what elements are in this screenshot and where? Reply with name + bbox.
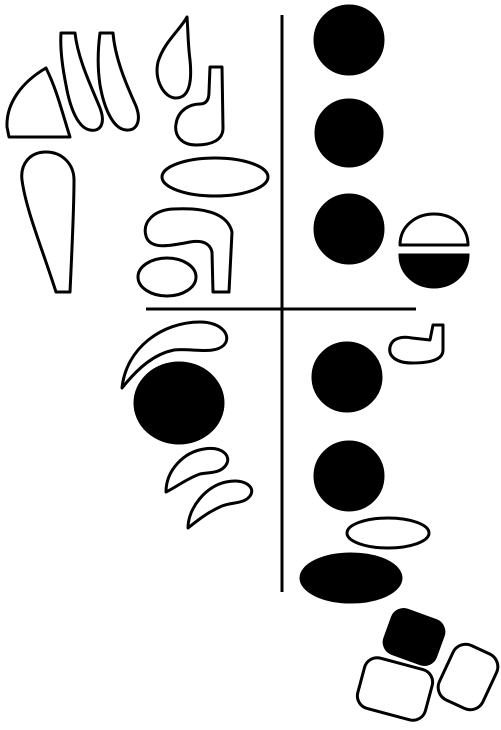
flat-ellipse-shape (162, 158, 268, 196)
solid-circle-5 (315, 442, 383, 510)
solid-circle-2 (316, 100, 382, 166)
large-solid-oval (135, 363, 223, 443)
lower-right-shapes (301, 325, 443, 602)
outline-rounded-rect-right (434, 640, 501, 715)
lower-left-shapes (122, 322, 252, 528)
solid-rounded-square (381, 606, 447, 668)
split-circle-bottom-half (400, 255, 468, 287)
split-circle-top-half (400, 214, 468, 245)
bottom-cluster-shapes (354, 606, 501, 723)
curved-claw-shape-lower (188, 481, 252, 528)
small-hook-shape (390, 325, 443, 363)
small-ellipse-shape (138, 258, 196, 296)
axes (146, 15, 416, 592)
drop-shape-top (157, 17, 191, 98)
solid-wide-ellipse (301, 554, 401, 602)
outline-ellipse-lower (347, 518, 429, 548)
upper-right-shapes (315, 6, 468, 287)
half-dome-shape (7, 68, 70, 137)
solid-circle-1 (315, 6, 383, 74)
solid-circle-4 (313, 343, 381, 411)
upper-left-shapes (7, 17, 268, 296)
finger-shape-right (98, 33, 138, 130)
tall-teardrop-shape (22, 152, 74, 292)
solid-circle-3 (315, 195, 383, 263)
finger-shape-left (61, 33, 103, 130)
